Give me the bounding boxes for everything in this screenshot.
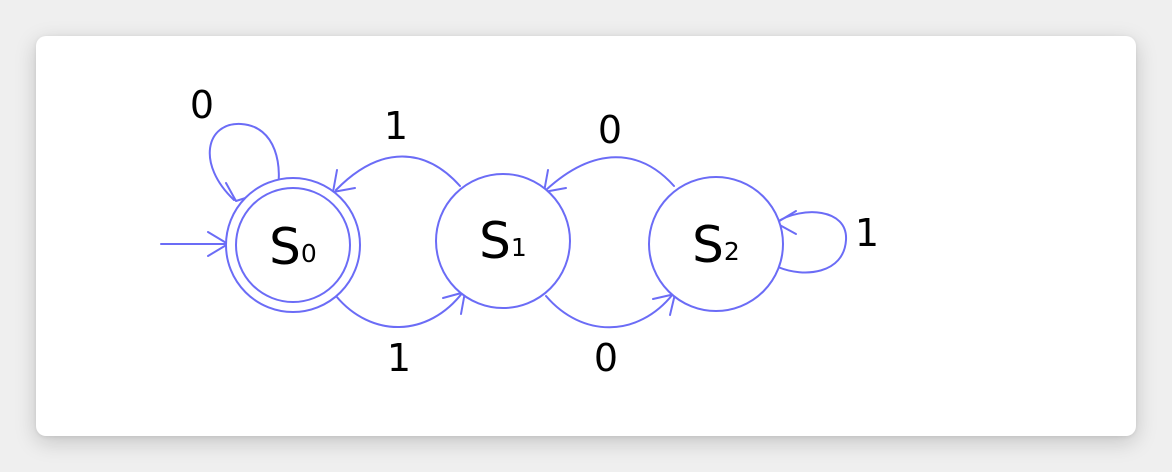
- state-diagram: 0 1 1 0 0 1: [160, 83, 879, 380]
- state-s0-label: S0: [269, 218, 317, 276]
- arc-s0-s1: [335, 291, 464, 328]
- state-s1-label: S1: [479, 212, 527, 270]
- state-s2-letter: S: [692, 216, 724, 274]
- transition-label-s0-s0: 0: [190, 83, 214, 127]
- transition-s1-s2: 0: [545, 293, 676, 380]
- state-s0-inner-ring: [235, 187, 351, 303]
- transition-label-s1-s0: 1: [384, 104, 408, 148]
- state-s2-ring: [648, 176, 784, 312]
- transition-label-s0-s1: 1: [387, 336, 411, 380]
- state-s1-subscript: 1: [511, 233, 527, 262]
- state-s0: S0: [225, 177, 361, 313]
- state-s1: S1: [435, 173, 571, 309]
- state-s1-ring: [435, 173, 571, 309]
- arc-s1-s0: [335, 155, 461, 191]
- transition-s2-s1: 0: [543, 108, 675, 193]
- state-s2: S2: [648, 176, 784, 312]
- state-s0-subscript: 0: [301, 239, 317, 268]
- arc-s1-s2: [545, 293, 674, 329]
- state-s1-letter: S: [479, 212, 511, 270]
- arc-s2-s1: [545, 156, 675, 191]
- state-s2-label: S2: [692, 216, 740, 274]
- self-loop-s2: [776, 211, 848, 274]
- transition-label-s1-s2: 0: [594, 336, 618, 380]
- transition-s2-s2: 1: [775, 210, 879, 274]
- state-s0-letter: S: [269, 218, 301, 276]
- transition-s0-s1: 1: [335, 291, 466, 380]
- state-s2-subscript: 2: [724, 237, 740, 266]
- transition-s0-s0: 0: [190, 83, 280, 202]
- diagram-card: 0 1 1 0 0 1: [36, 36, 1136, 436]
- self-loop-s0: [208, 122, 280, 201]
- transition-label-s2-s1: 0: [598, 108, 622, 152]
- transition-label-s2-s2: 1: [855, 211, 879, 255]
- transition-s1-s0: 1: [332, 104, 461, 193]
- initial-arrow: [160, 231, 229, 257]
